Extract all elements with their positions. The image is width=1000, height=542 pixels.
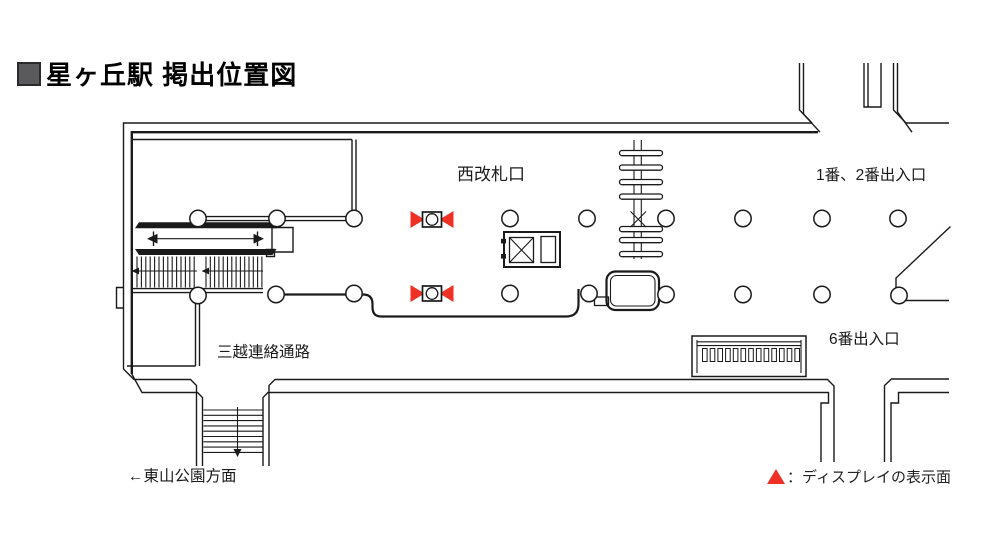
label-mitsukoshi-passage: 三越連絡通路 (217, 344, 311, 361)
label-west-gate: 西改札口 (457, 165, 525, 184)
pillar (889, 209, 907, 228)
mitsukoshi-partition (127, 303, 201, 367)
pillar (267, 285, 285, 304)
title-square-icon (17, 61, 41, 86)
pillar (813, 285, 831, 304)
pillar (189, 209, 207, 228)
pillar (734, 209, 752, 228)
title-text: 星ヶ丘駅 掲出位置図 (46, 60, 298, 90)
pillar (734, 285, 752, 304)
display-marker (410, 211, 454, 228)
pillar (578, 209, 596, 228)
south-stairs (203, 407, 263, 457)
display-marker (410, 285, 454, 302)
exit-1-2-corridor (863, 63, 949, 133)
display-markers (410, 211, 454, 302)
pillar (345, 209, 363, 228)
pillars (189, 209, 908, 305)
pillar (657, 285, 675, 304)
legend: ：ディスプレイの表示面 (767, 466, 951, 487)
exit-6-bench (691, 335, 807, 378)
red-triangle-up-icon (767, 469, 785, 484)
walls (115, 63, 951, 466)
pillar (580, 284, 598, 303)
label-exit-6: 6番出入口 (829, 331, 900, 348)
pillar (189, 286, 207, 305)
pillar (501, 209, 519, 228)
pillar (813, 209, 831, 228)
pillar (657, 209, 675, 228)
legend-text: ：ディスプレイの表示面 (787, 469, 951, 486)
label-exit-1-2: 1番、2番出入口 (816, 167, 927, 184)
pillar (268, 209, 286, 228)
elevator (501, 231, 561, 268)
kiosk (593, 270, 661, 312)
page-title: 星ヶ丘駅 掲出位置図 (17, 55, 297, 92)
pillar (345, 284, 363, 303)
pillar (890, 286, 908, 305)
center-escalator (618, 140, 664, 259)
west-stairs-escalator (131, 138, 357, 296)
label-higashiyama-direction: ←東山公園方面 (128, 468, 237, 485)
pillar (501, 284, 519, 303)
guide-path (358, 289, 580, 318)
